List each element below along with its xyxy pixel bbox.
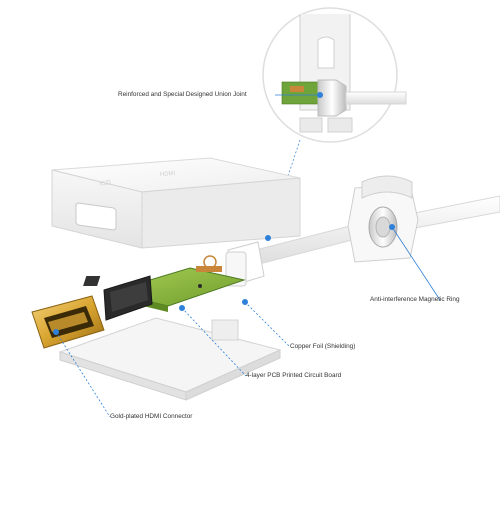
label-union-joint: Reinforced and Special Designed Union Jo… [118,91,247,98]
label-pcb: 4-layer PCB Printed Circuit Board [246,372,342,379]
dot-pcb [179,305,185,311]
dot-joint-small [265,235,271,241]
dot-union-joint [317,92,323,98]
magnetic-ring [347,175,419,263]
dot-copper-foil [242,299,248,305]
magnified-inset [262,7,407,143]
top-housing: ICZI HDMI [51,157,301,249]
label-hdmi-connector: Gold-plated HDMI Connector [110,413,193,420]
dot-magnetic-ring [389,224,395,230]
bottom-housing [58,317,282,401]
dot-hdmi [53,329,59,335]
callout-dots [53,92,395,335]
copper-foil [103,275,153,321]
label-copper-foil: Copper Foil (Shielding) [290,343,356,350]
callout-leaders [55,94,441,418]
gold-hdmi-connector [31,295,105,349]
svg-text:HDMI: HDMI [160,171,176,178]
label-magnetic-ring: Anti-interference Magnetic Ring [370,296,460,303]
svg-text:ICZI: ICZI [99,180,112,188]
